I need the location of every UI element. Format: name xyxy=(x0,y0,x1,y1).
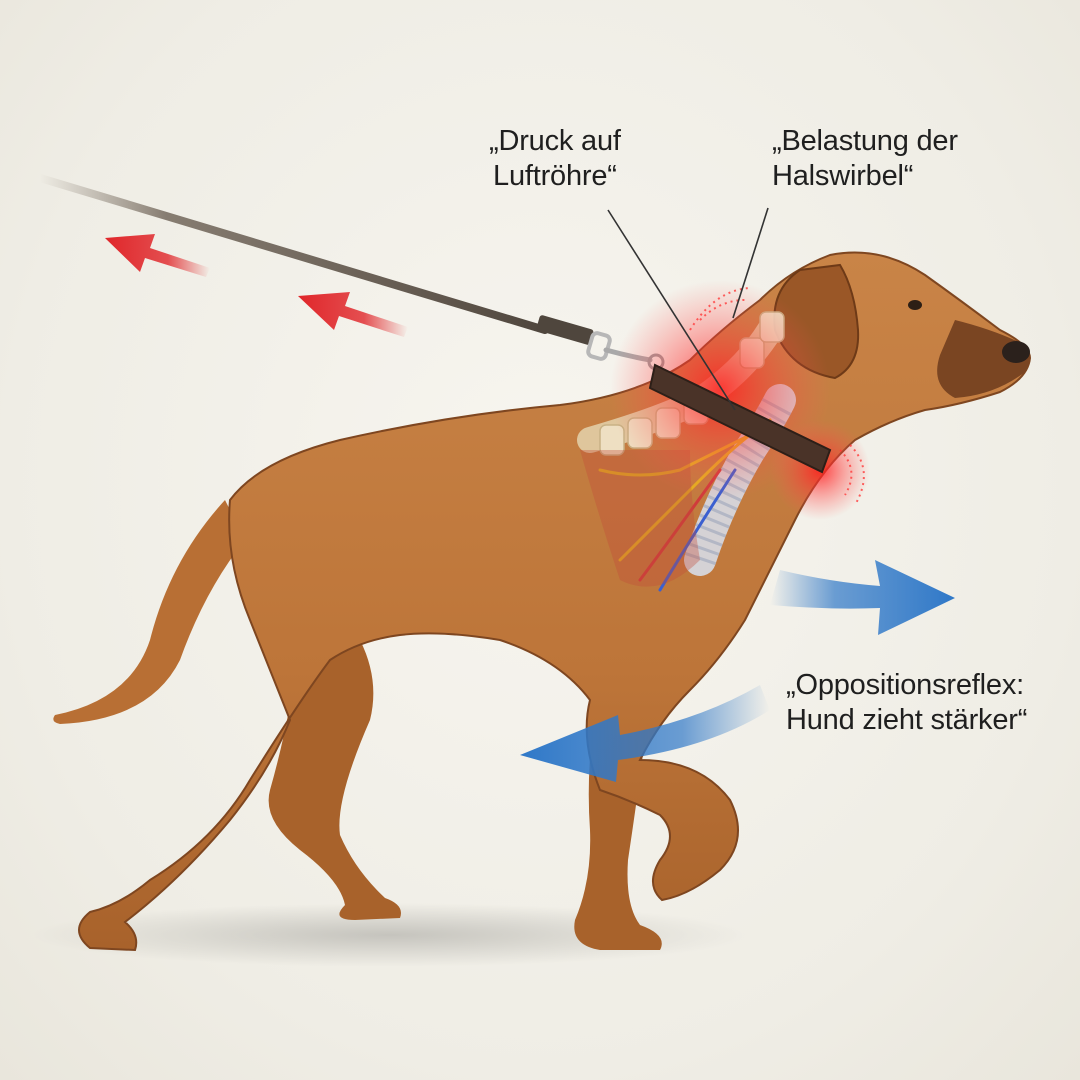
label-opposition-reflex: „Oppositionsreflex: Hund zieht stärker“ xyxy=(786,668,1027,738)
dog-tail xyxy=(53,500,246,724)
left-arrow-icon xyxy=(298,292,408,337)
label-trachea-line2: Luftröhre“ xyxy=(493,160,617,192)
pain-ripples xyxy=(689,287,865,506)
label-reflex-line2: Hund zieht stärker“ xyxy=(786,704,1028,736)
ground-shadow xyxy=(30,903,750,967)
label-spine-line2: Halswirbel“ xyxy=(772,160,914,192)
dog-muzzle xyxy=(937,320,1030,398)
bidirectional-arrow-icon xyxy=(520,685,770,782)
pointer-line-trachea xyxy=(607,209,736,411)
dog-nose xyxy=(1002,341,1030,363)
label-trachea-pressure: „Druck auf Luftröhre“ xyxy=(489,124,621,194)
leash xyxy=(36,174,665,371)
dog-far-hind-leg xyxy=(268,640,401,920)
label-reflex-line1: „Oppositionsreflex: xyxy=(786,669,1024,701)
dog-eye xyxy=(908,300,922,310)
collar xyxy=(648,363,832,474)
label-spine-line1: „Belastung der xyxy=(772,125,958,157)
pointer-line-spine xyxy=(732,207,769,319)
label-trachea-line1: „Druck auf xyxy=(489,125,621,157)
label-cervical-spine-strain: „Belastung der Halswirbel“ xyxy=(772,124,958,194)
left-arrow-icon xyxy=(105,234,210,277)
bidirectional-arrow-icon xyxy=(770,560,955,635)
